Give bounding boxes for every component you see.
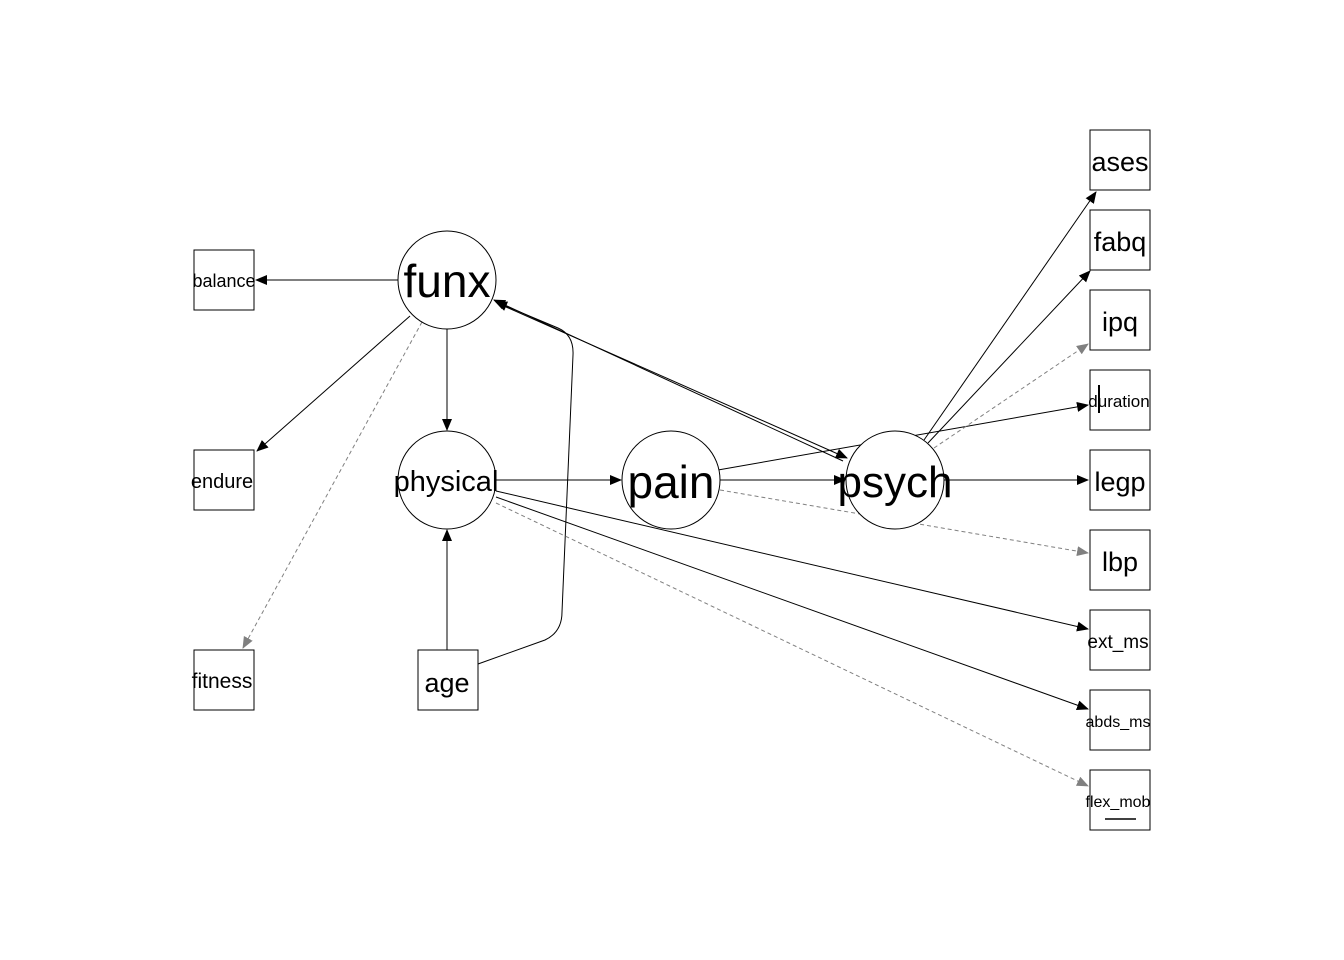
node-flex-mob: flex_mob [1086,769,1151,831]
svg-text:fabq: fabq [1094,227,1147,257]
node-ipq: ipq [1089,289,1151,351]
node-fabq: fabq [1089,209,1151,271]
svg-text:ases: ases [1091,147,1148,177]
node-abds-ms: abds_ms [1086,689,1151,751]
edge-pain-to-lbp [719,489,1089,557]
svg-text:ext_ms: ext_ms [1087,632,1148,653]
svg-text:fitness: fitness [192,670,253,693]
svg-text:physical: physical [394,466,499,498]
node-fitness: fitness [192,649,255,711]
edge-psych-to-fabq [927,270,1091,444]
svg-text:flex_mob: flex_mob [1086,794,1151,811]
node-ases: ases [1089,129,1151,191]
svg-text:lbp: lbp [1102,547,1138,577]
svg-text:legp: legp [1094,467,1145,497]
node-duration: duration [1088,369,1151,431]
edge-funx-to-fitness [242,321,423,649]
node-psych: psych [838,430,953,530]
node-age: age [417,649,479,711]
node-physical: physical [394,430,499,530]
edge-psych-to-funx [493,299,844,462]
node-funx: funx [397,230,497,330]
svg-text:duration: duration [1088,392,1149,411]
node-endure: endure [191,449,255,511]
node-legp: legp [1089,449,1151,511]
node-ext-ms: ext_ms [1087,609,1151,671]
svg-text:balance: balance [192,271,255,291]
svg-text:endure: endure [191,471,253,493]
edge-physical-to-abds-ms [495,496,1089,710]
node-pain: pain [621,430,721,530]
svg-text:funx: funx [404,255,491,307]
edge-physical-to-ext-ms [495,490,1089,632]
svg-text:pain: pain [628,456,715,508]
svg-text:psych: psych [838,458,953,507]
svg-text:age: age [424,668,469,698]
edge-funx-to-endure [256,315,411,452]
edge-psych-to-ases [923,191,1097,441]
svg-text:abds_ms: abds_ms [1086,714,1151,731]
node-lbp: lbp [1089,529,1151,591]
edge-physical-to-flex-mob [495,502,1089,787]
node-balance: balance [192,249,256,311]
edge-age-to-funx [477,301,574,665]
edge-psych-to-ipq [933,343,1089,449]
svg-text:ipq: ipq [1102,307,1138,337]
